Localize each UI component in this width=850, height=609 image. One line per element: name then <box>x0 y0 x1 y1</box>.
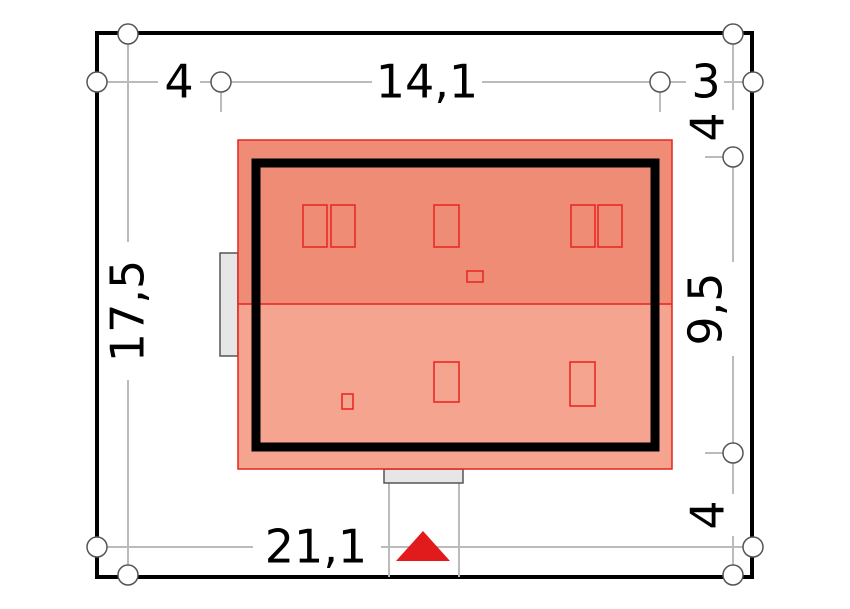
roof-window <box>433 204 460 248</box>
chimney <box>466 270 484 283</box>
dim-left-plot-depth: 17,5 <box>101 260 155 362</box>
dim-bottom-plot-width: 21,1 <box>265 520 367 574</box>
circle-marker-icon <box>86 536 108 558</box>
roof-window <box>569 361 596 407</box>
side-annex <box>219 252 239 357</box>
dim-right-top-setback: 4 <box>681 112 735 141</box>
dim-top-left-setback: 4 <box>164 55 193 109</box>
dim-top-house-width: 14,1 <box>376 55 478 109</box>
circle-marker-icon <box>117 23 139 45</box>
circle-marker-icon <box>86 71 108 93</box>
circle-marker-icon <box>117 564 139 586</box>
roof-window <box>570 204 596 248</box>
circle-marker-icon <box>210 71 232 93</box>
roof-windows <box>302 204 623 410</box>
circle-marker-icon <box>722 442 744 464</box>
circle-marker-icon <box>722 146 744 168</box>
entrance-porch <box>383 468 464 484</box>
circle-marker-icon <box>649 71 671 93</box>
circle-marker-icon <box>722 23 744 45</box>
house-outline <box>251 158 660 452</box>
dimension-nodes <box>86 23 764 586</box>
entrance-arrow-icon <box>396 531 450 561</box>
vent <box>341 393 354 410</box>
plot-boundary <box>95 31 754 579</box>
roof-window <box>330 204 356 248</box>
dim-right-house-depth: 9,5 <box>679 272 733 345</box>
circle-marker-icon <box>722 564 744 586</box>
dim-right-bottom-setback: 4 <box>681 500 735 529</box>
circle-marker-icon <box>742 536 764 558</box>
roof-window <box>597 204 623 248</box>
dim-top-right-setback: 3 <box>691 55 720 109</box>
roof-window <box>302 204 328 248</box>
roof-window <box>433 361 460 403</box>
circle-marker-icon <box>742 71 764 93</box>
roof-lower-slope <box>238 304 672 469</box>
